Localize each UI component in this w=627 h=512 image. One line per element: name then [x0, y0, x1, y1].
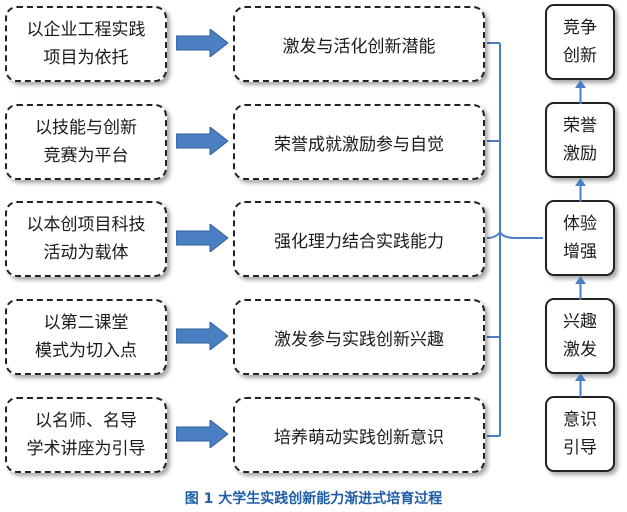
- source-line2: 活动为载体: [43, 243, 129, 263]
- stage-line1: 荣誉: [563, 116, 597, 136]
- source-line2: 竞赛为平台: [43, 146, 129, 166]
- right-arrow-icon: [176, 224, 228, 252]
- figure-caption: 图 1 大学生实践创新能力渐进式培育过程: [184, 491, 443, 507]
- up-arrow-icon: [575, 80, 586, 104]
- up-arrow-icon: [575, 178, 586, 202]
- source-line2: 学术讲座为引导: [26, 439, 146, 459]
- stage-box-awareness: 意识引导: [545, 396, 615, 472]
- stage-line1: 竞争: [563, 18, 597, 38]
- effect-box-interest: 激发参与实践创新兴趣: [233, 299, 485, 375]
- source-line1: 以本创项目科技: [26, 215, 146, 235]
- effect-label: 培养萌动实践创新意识: [274, 427, 444, 448]
- effect-box-awareness: 培养萌动实践创新意识: [233, 397, 485, 473]
- effect-box-practice-ability: 强化理力结合实践能力: [233, 201, 485, 277]
- effect-label: 激发与活化创新潜能: [282, 36, 436, 57]
- source-box-skill-competition: 以技能与创新竞赛为平台: [5, 104, 167, 180]
- source-line1: 以第二课堂: [43, 313, 129, 333]
- source-box-second-classroom: 以第二课堂模式为切入点: [5, 299, 167, 375]
- stage-box-experience: 体验增强: [545, 200, 615, 276]
- stage-line2: 增强: [563, 242, 597, 262]
- stage-line1: 兴趣: [563, 312, 597, 332]
- stage-line2: 创新: [563, 46, 597, 66]
- stage-line2: 引导: [563, 438, 597, 458]
- source-line1: 以企业工程实践: [26, 20, 146, 40]
- stage-line1: 意识: [563, 410, 597, 430]
- right-arrow-icon: [176, 29, 228, 57]
- effect-label: 强化理力结合实践能力: [274, 231, 444, 252]
- source-line2: 项目为依托: [43, 48, 129, 68]
- stage-box-honor: 荣誉激励: [545, 102, 615, 178]
- source-box-enterprise-project: 以企业工程实践项目为依托: [5, 6, 167, 82]
- up-arrow-icon: [575, 276, 586, 300]
- right-arrow-icon: [176, 322, 228, 350]
- right-arrow-icon: [176, 127, 228, 155]
- source-line1: 以技能与创新: [35, 118, 137, 138]
- effect-box-potential: 激发与活化创新潜能: [233, 6, 485, 82]
- source-line1: 以名师、名导: [35, 411, 137, 431]
- right-arrow-icon: [176, 420, 228, 448]
- effect-label: 荣誉成就激励参与自觉: [274, 134, 444, 155]
- source-line2: 模式为切入点: [35, 341, 137, 361]
- source-box-innovation-activity: 以本创项目科技活动为载体: [5, 201, 167, 277]
- up-arrow-icon: [575, 373, 586, 397]
- stage-line2: 激励: [563, 144, 597, 164]
- stage-box-competition: 竞争创新: [545, 4, 615, 80]
- effect-box-honor: 荣誉成就激励参与自觉: [233, 104, 485, 180]
- stage-box-interest: 兴趣激发: [545, 298, 615, 374]
- stage-line2: 激发: [563, 340, 597, 360]
- source-box-lecture: 以名师、名导学术讲座为引导: [5, 397, 167, 473]
- effect-label: 激发参与实践创新兴趣: [274, 329, 444, 350]
- stage-line1: 体验: [563, 214, 597, 234]
